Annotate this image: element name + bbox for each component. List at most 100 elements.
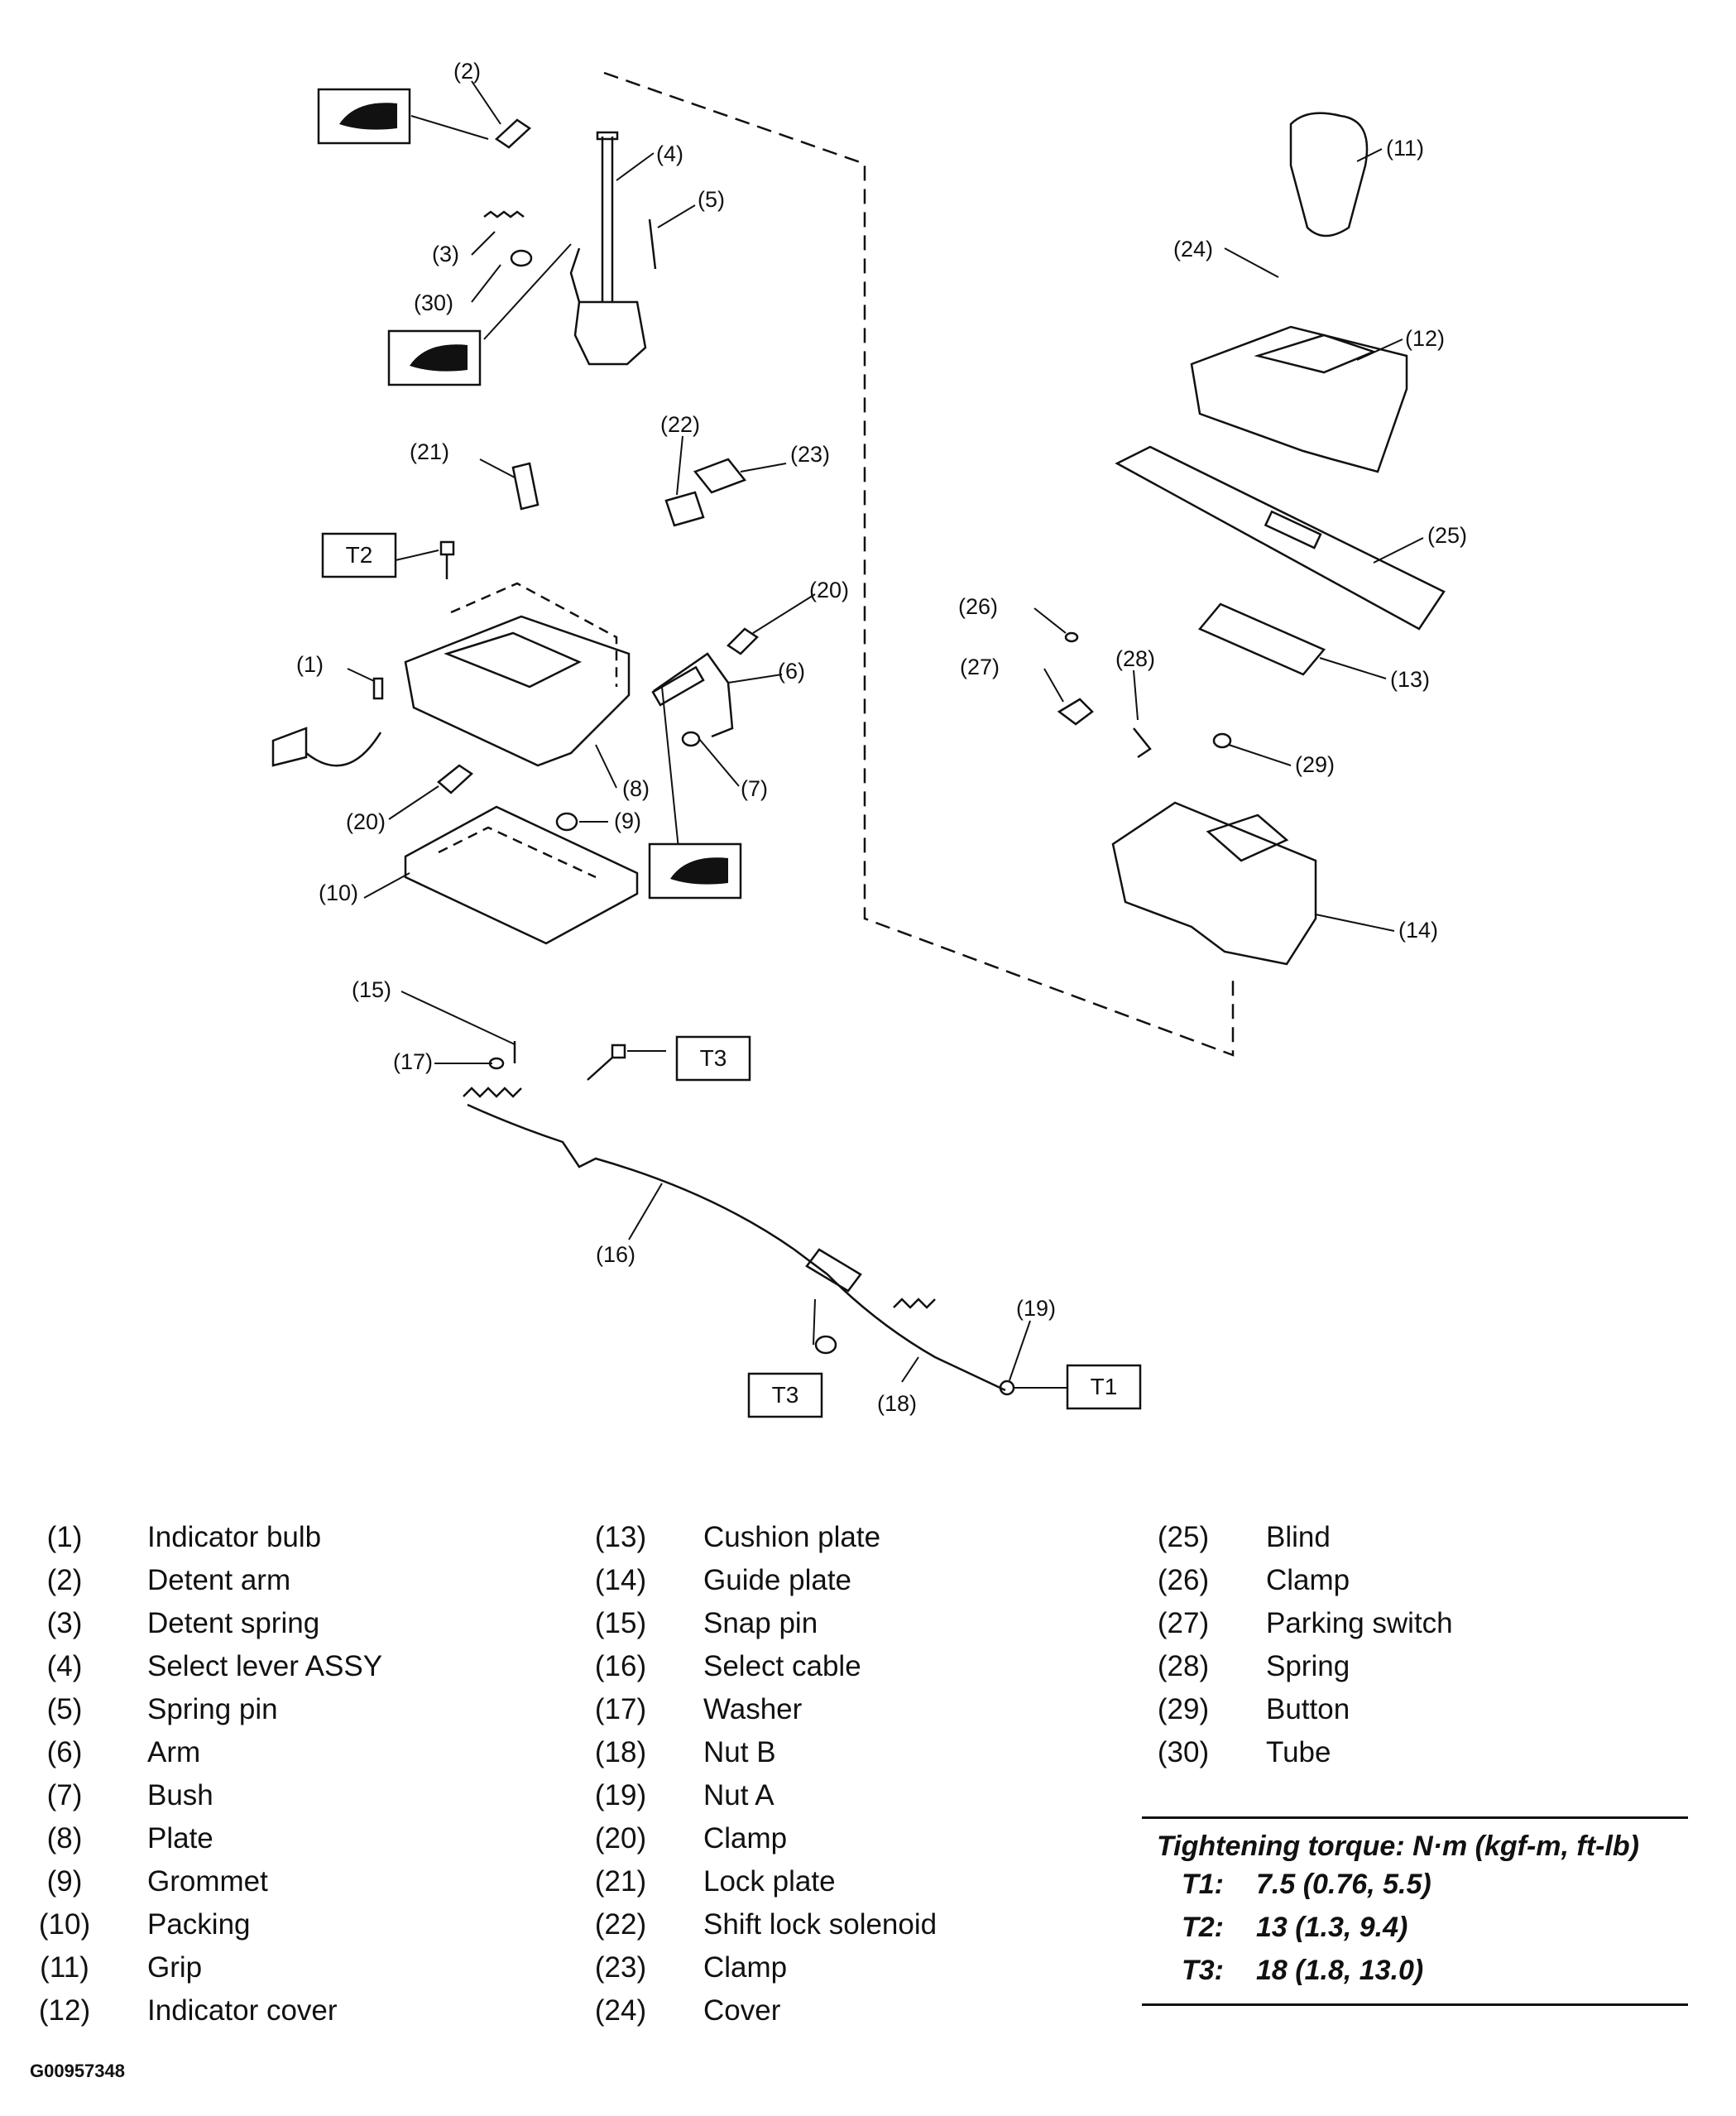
part-number: (23) xyxy=(594,1951,647,1984)
part-number: (12) xyxy=(38,1994,91,2027)
part-name: Clamp xyxy=(703,1951,788,1984)
torque-box-t3-lower: T3 xyxy=(747,1372,823,1418)
part-name: Select cable xyxy=(703,1650,861,1682)
callout-11: (11) xyxy=(1386,136,1424,161)
select-cable-part xyxy=(467,1103,1006,1392)
callout-29: (29) xyxy=(1295,752,1335,777)
callout-7: (7) xyxy=(741,776,768,801)
part-number: (25) xyxy=(1157,1521,1210,1553)
leader-lines xyxy=(347,80,1424,1389)
part-name: Cushion plate xyxy=(703,1521,881,1553)
torque-key: T1: xyxy=(1182,1869,1224,1900)
callout-15: (15) xyxy=(352,977,391,1002)
part-name: Detent spring xyxy=(147,1607,320,1639)
callout-18: (18) xyxy=(877,1391,917,1416)
callout-14: (14) xyxy=(1398,918,1438,943)
part-name: Lock plate xyxy=(703,1865,836,1898)
spring-pin-part xyxy=(648,218,657,270)
button-part xyxy=(1212,732,1232,749)
part-number: (1) xyxy=(46,1521,83,1553)
tightening-torque-table: Tightening torque: N·m (kgf-m, ft-lb) T1… xyxy=(1142,1816,1688,2006)
torque-box-t2: T2 xyxy=(321,532,397,578)
callout-10: (10) xyxy=(319,880,358,905)
t2-screw xyxy=(439,540,455,579)
part-name: Parking switch xyxy=(1266,1607,1453,1639)
torque-box-t3-upper-label: T3 xyxy=(700,1045,727,1071)
part-name: Snap pin xyxy=(703,1607,818,1639)
torque-value: 18 (1.8, 13.0) xyxy=(1256,1955,1424,1986)
part-number: (14) xyxy=(594,1564,647,1596)
torque-row: T1: 7.5 (0.76, 5.5) xyxy=(1142,1863,1688,1906)
callout-25: (25) xyxy=(1427,523,1467,548)
torque-box-t3-upper: T3 xyxy=(675,1035,751,1082)
detent-arm-part xyxy=(494,118,532,149)
guide-plate-part xyxy=(1111,801,1317,966)
part-number: (8) xyxy=(46,1822,83,1854)
torque-value: 13 (1.3, 9.4) xyxy=(1256,1912,1408,1943)
callout-22: (22) xyxy=(660,412,700,437)
part-name: Nut B xyxy=(703,1736,776,1768)
callout-4: (4) xyxy=(656,142,683,166)
torque-title: Tightening torque: N·m (kgf-m, ft-lb) xyxy=(1157,1831,1639,1862)
cushion-plate-part xyxy=(1197,602,1326,676)
callout-28: (28) xyxy=(1115,646,1155,671)
part-number: (13) xyxy=(594,1521,647,1553)
callout-13: (13) xyxy=(1390,667,1430,692)
clamp-20-lower-part xyxy=(437,764,474,794)
callout-23: (23) xyxy=(790,442,830,467)
part-number: (4) xyxy=(46,1650,83,1682)
callout-labels: (2) (4) (5) (3) (30) (11) (24) (12) (25)… xyxy=(296,59,1467,1416)
callout-5: (5) xyxy=(698,187,725,212)
part-name: Indicator cover xyxy=(147,1994,338,2027)
part-name: Bush xyxy=(147,1779,213,1811)
part-number: (9) xyxy=(46,1865,83,1898)
callout-12: (12) xyxy=(1405,326,1445,351)
indicator-bulb-part xyxy=(372,677,384,700)
torque-box-t2-label: T2 xyxy=(346,542,373,568)
callout-19: (19) xyxy=(1016,1296,1056,1321)
detent-spring-part xyxy=(483,210,525,218)
part-name: Detent arm xyxy=(147,1564,291,1596)
part-number: (19) xyxy=(594,1779,647,1811)
callout-26: (26) xyxy=(958,594,998,619)
part-number: (7) xyxy=(46,1779,83,1811)
callout-20-lower: (20) xyxy=(346,809,386,834)
part-number: (5) xyxy=(46,1693,83,1725)
callout-3: (3) xyxy=(432,242,459,266)
part-name: Guide plate xyxy=(703,1564,852,1596)
part-number: (29) xyxy=(1157,1693,1210,1725)
torque-row: T3: 18 (1.8, 13.0) xyxy=(1142,1949,1688,1992)
part-number: (2) xyxy=(46,1564,83,1596)
select-lever-part xyxy=(569,131,647,366)
part-number: (21) xyxy=(594,1865,647,1898)
callout-21: (21) xyxy=(410,439,449,464)
part-number: (11) xyxy=(40,1951,89,1984)
grommet-part xyxy=(555,812,578,832)
lock-plate-part xyxy=(511,462,540,511)
callout-9: (9) xyxy=(614,808,641,833)
torque-row: T2: 13 (1.3, 9.4) xyxy=(1142,1906,1688,1949)
part-name: Clamp xyxy=(1266,1564,1350,1596)
part-name: Shift lock solenoid xyxy=(703,1908,938,1941)
part-number: (27) xyxy=(1157,1607,1210,1639)
grease-symbol-box-3 xyxy=(648,842,742,900)
part-name: Nut A xyxy=(703,1779,774,1811)
torque-key: T2: xyxy=(1182,1912,1224,1943)
clamp-20-upper-part xyxy=(727,627,759,655)
part-name: Tube xyxy=(1266,1736,1331,1768)
part-name: Button xyxy=(1266,1693,1350,1725)
part-number: (20) xyxy=(594,1822,647,1854)
torque-box-t3-lower-label: T3 xyxy=(772,1382,799,1408)
clamp-23-part xyxy=(693,458,747,494)
part-name: Spring xyxy=(1266,1650,1350,1682)
callout-1: (1) xyxy=(296,652,324,677)
part-name: Grip xyxy=(147,1951,203,1984)
part-number: (10) xyxy=(38,1908,91,1941)
torque-box-t1: T1 xyxy=(1066,1364,1142,1410)
callout-27: (27) xyxy=(960,655,1000,679)
indicator-cover-part xyxy=(1190,325,1408,473)
part-name: Cover xyxy=(703,1994,781,2027)
part-name: Washer xyxy=(703,1693,803,1725)
callout-17: (17) xyxy=(393,1049,433,1074)
part-name: Arm xyxy=(147,1736,201,1768)
